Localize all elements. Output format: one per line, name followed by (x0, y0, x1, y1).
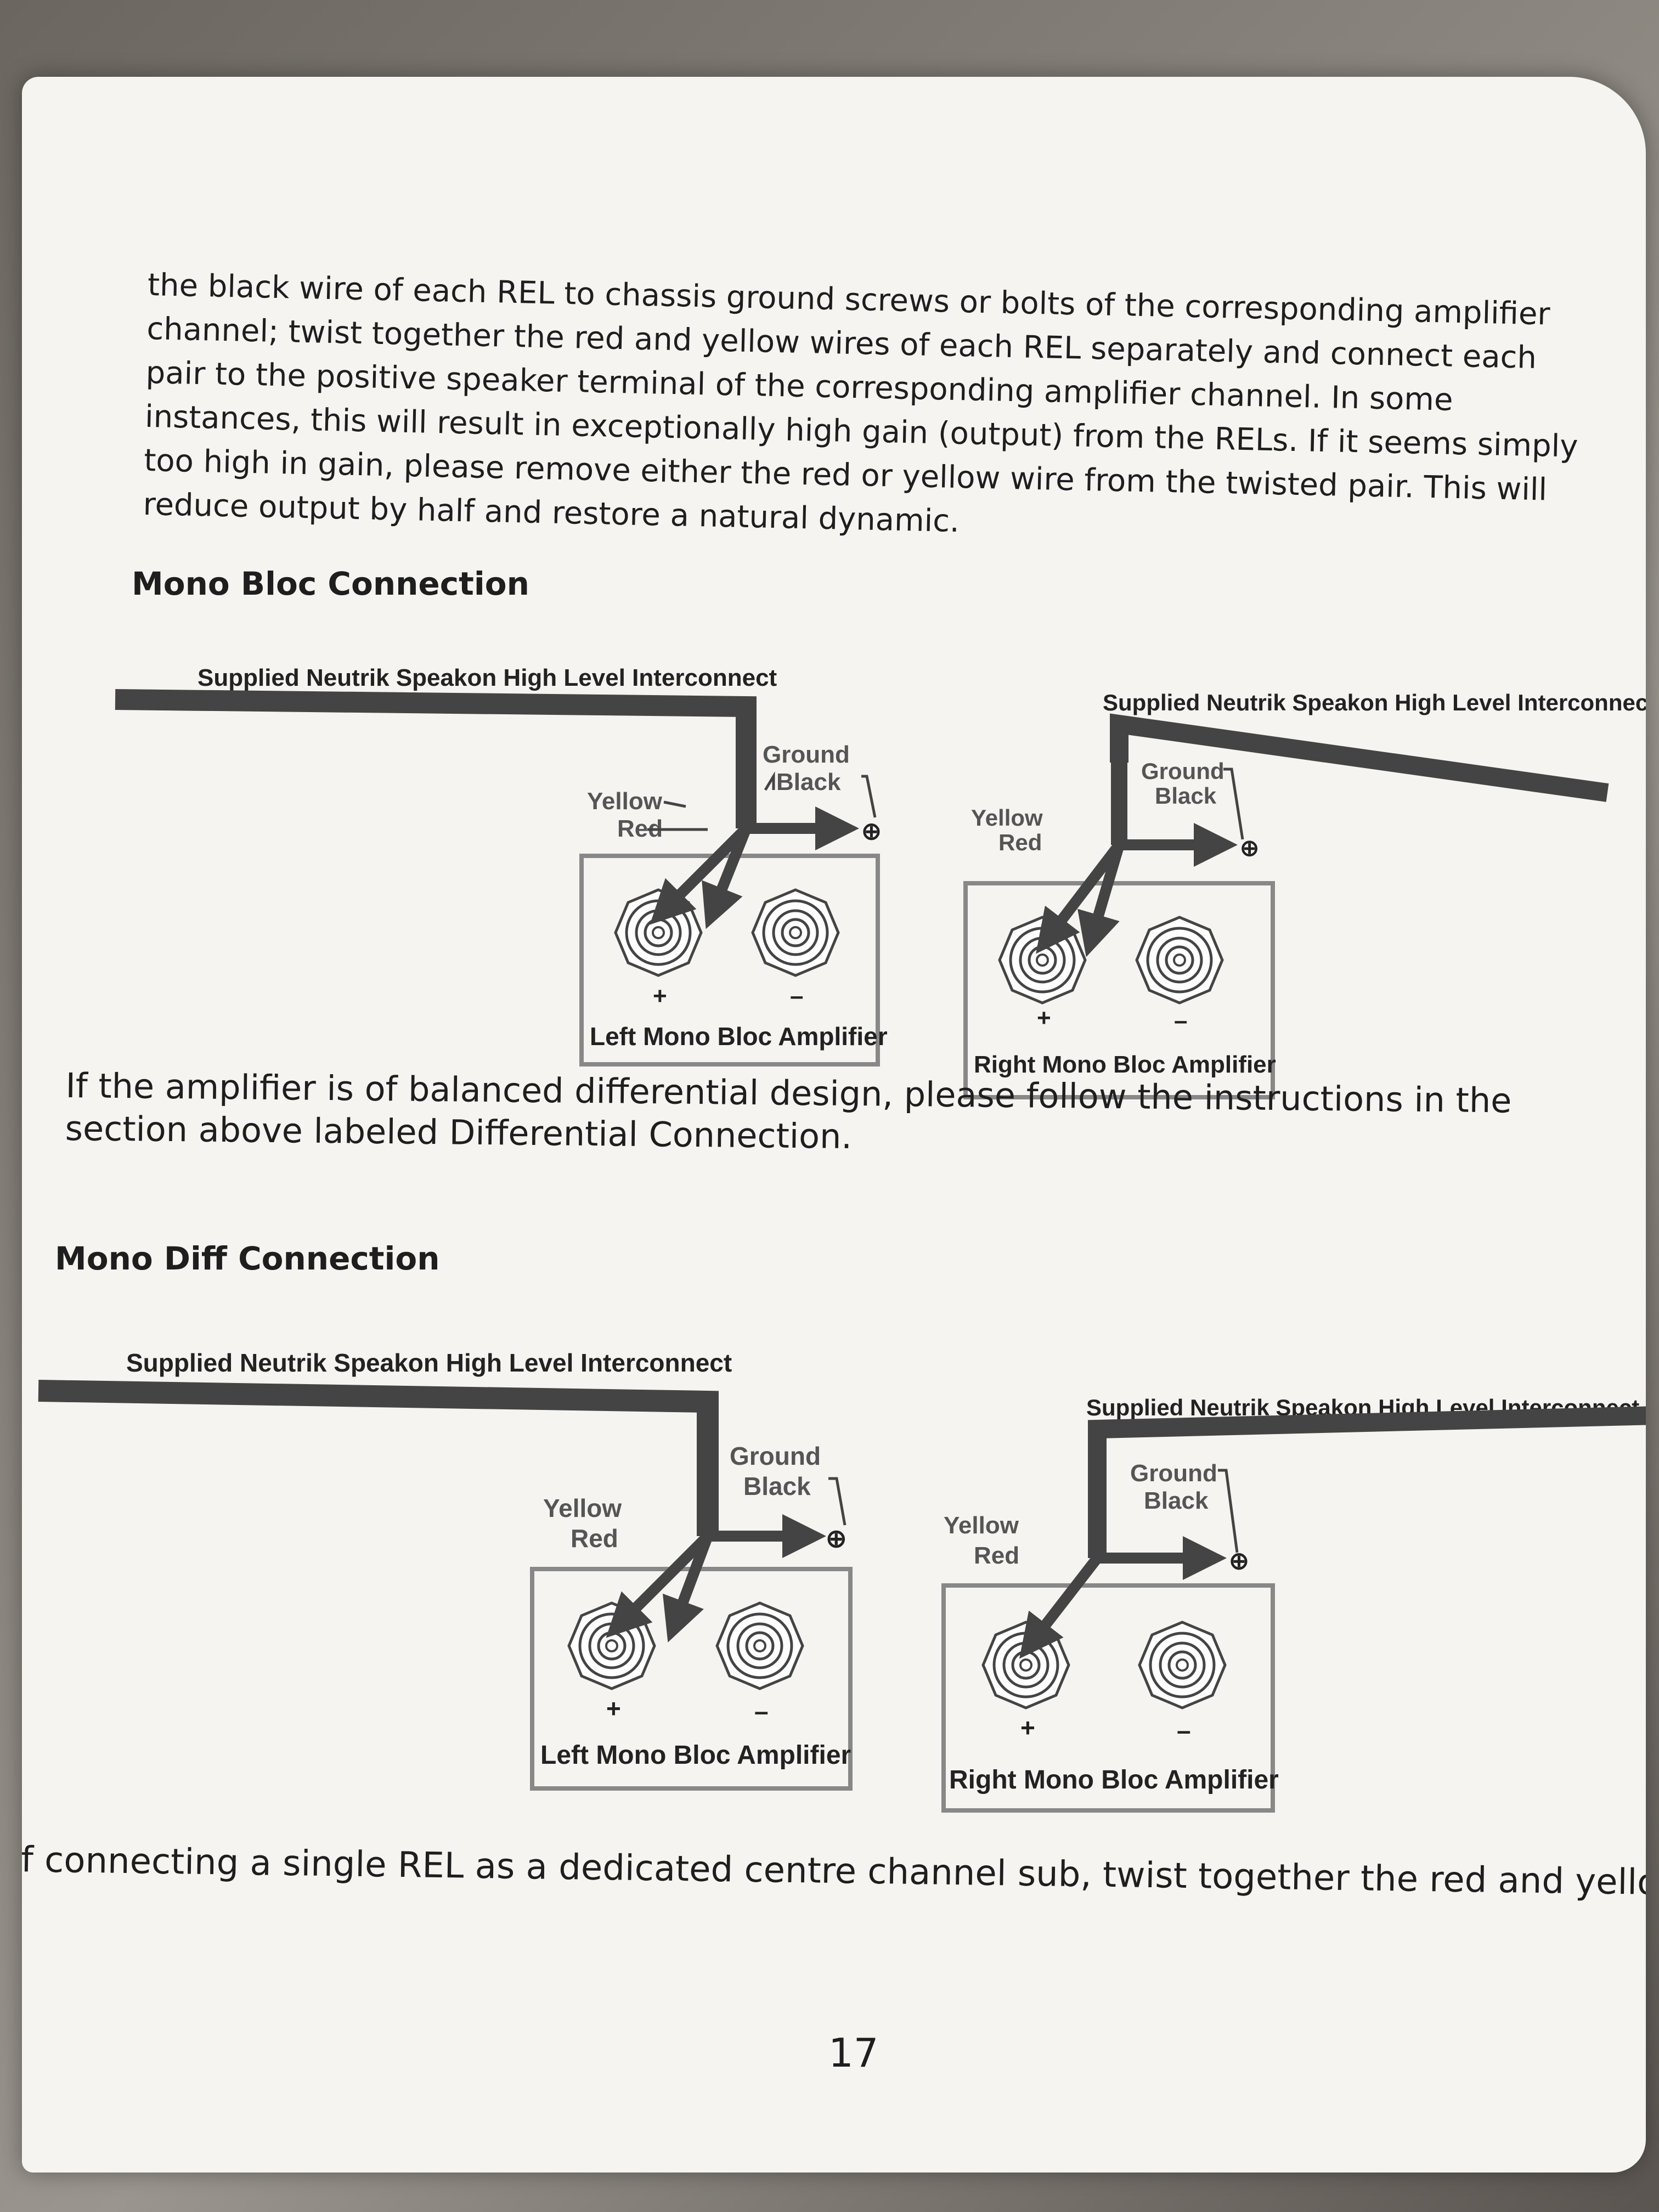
positive-terminal-symbol: ⊕ (1229, 1548, 1249, 1575)
yellow-label: Yellow (587, 788, 663, 815)
ground-label: Ground (730, 1442, 821, 1470)
yellow-label: Yellow (543, 1494, 622, 1522)
diagram-right-mono-diff: Supplied Neutrik Speakon High Level Inte… (941, 1395, 1646, 1813)
black-label: Black (1155, 783, 1217, 809)
section-heading-mono-bloc: Mono Bloc Connection (132, 565, 529, 602)
interconnect-label: Supplied Neutrik Speakon High Level Inte… (198, 664, 777, 691)
black-label: Black (1144, 1487, 1209, 1514)
minus-label: – (790, 983, 803, 1009)
red-label: Red (571, 1524, 618, 1553)
wiring-diagrams: Supplied Neutrik Speakon High Level Inte… (38, 664, 1646, 1813)
balanced-paragraph: If the amplifier is of balanced differen… (65, 1065, 1512, 1157)
minus-label: – (754, 1697, 769, 1725)
right-amp-label: Right Mono Bloc Amplifier (949, 1765, 1279, 1795)
red-label: Red (998, 830, 1042, 855)
ground-label: Ground (1130, 1460, 1217, 1487)
minus-label: – (1177, 1716, 1191, 1745)
right-amp-label: Right Mono Bloc Amplifier (974, 1051, 1276, 1078)
yellow-label: Yellow (944, 1512, 1019, 1539)
interconnect-label: Supplied Neutrik Speakon High Level Inte… (126, 1348, 732, 1377)
diagram-right-mono-bloc: Supplied Neutrik Speakon High Level Inte… (963, 690, 1646, 1099)
ground-label: Ground (1141, 758, 1224, 784)
plus-label: + (1037, 1005, 1051, 1031)
black-label: Black (776, 769, 841, 795)
diagram-left-mono-bloc: Supplied Neutrik Speakon High Level Inte… (115, 664, 888, 1066)
section-heading-mono-diff: Mono Diff Connection (55, 1240, 440, 1277)
plus-label: + (653, 983, 667, 1009)
minus-label: – (1174, 1007, 1187, 1034)
left-amp-label: Left Mono Bloc Amplifier (540, 1741, 851, 1770)
interconnect-label: Supplied Neutrik Speakon High Level Inte… (1103, 690, 1646, 715)
diagram-left-mono-diff: Supplied Neutrik Speakon High Level Inte… (38, 1348, 853, 1791)
positive-terminal-symbol: ⊕ (826, 1524, 847, 1553)
manual-page: the black wire of each REL to chassis gr… (22, 77, 1646, 2172)
positive-terminal-symbol: ⊕ (861, 818, 882, 845)
red-label: Red (974, 1542, 1019, 1569)
left-amp-label: Left Mono Bloc Amplifier (590, 1022, 888, 1051)
positive-terminal-symbol: ⊕ (1240, 835, 1259, 861)
black-label: Black (743, 1472, 811, 1500)
ground-label: Ground (763, 741, 850, 768)
page-number: 17 (828, 2030, 879, 2076)
yellow-label: Yellow (971, 805, 1043, 831)
plus-label: + (1020, 1713, 1035, 1742)
plus-label: + (606, 1694, 621, 1723)
